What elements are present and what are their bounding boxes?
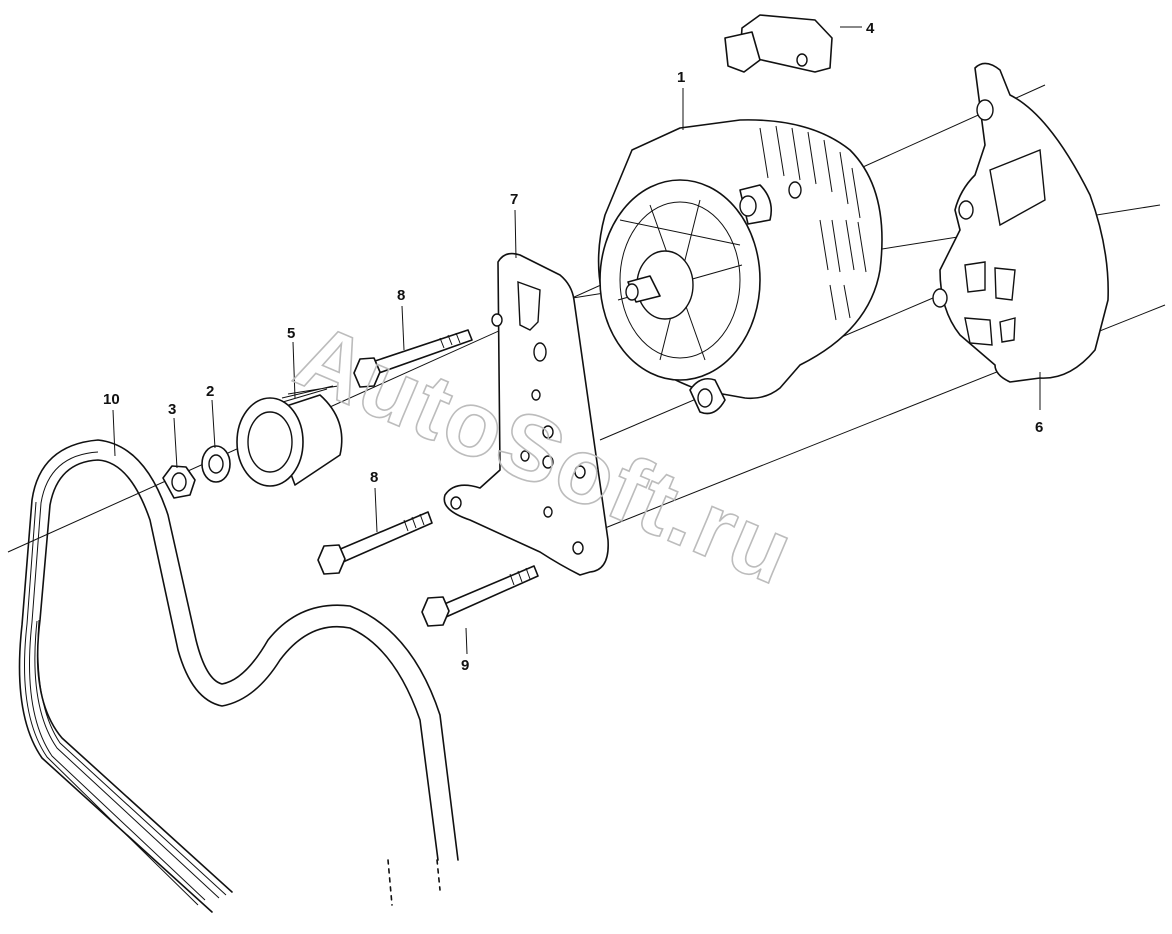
callout-6: 6 [1035,419,1043,436]
support-bracket [932,62,1109,383]
callout-labels: 1 2 3 4 5 6 7 8 8 9 10 [103,20,1043,674]
pulley-nut [162,465,196,499]
callout-2: 2 [206,383,214,400]
callout-1: 1 [677,69,685,86]
callout-9: 9 [461,657,469,674]
bolt-8-lower [317,511,433,575]
callout-8-lower: 8 [370,469,378,486]
voltage-regulator [724,14,833,73]
bolt-8-upper [353,329,473,388]
bolt-9 [421,565,539,627]
spring-washer [201,445,231,483]
callout-10: 10 [103,391,120,408]
alternator [597,119,883,415]
callout-4: 4 [866,20,875,37]
alternator-pulley [236,385,343,487]
mounting-bracket [443,252,609,576]
poly-v-belt [18,439,459,913]
callout-5: 5 [287,325,295,342]
callout-7: 7 [510,191,518,208]
callout-8-upper: 8 [397,287,405,304]
callout-3: 3 [168,401,176,418]
leader-lines [112,26,1041,655]
